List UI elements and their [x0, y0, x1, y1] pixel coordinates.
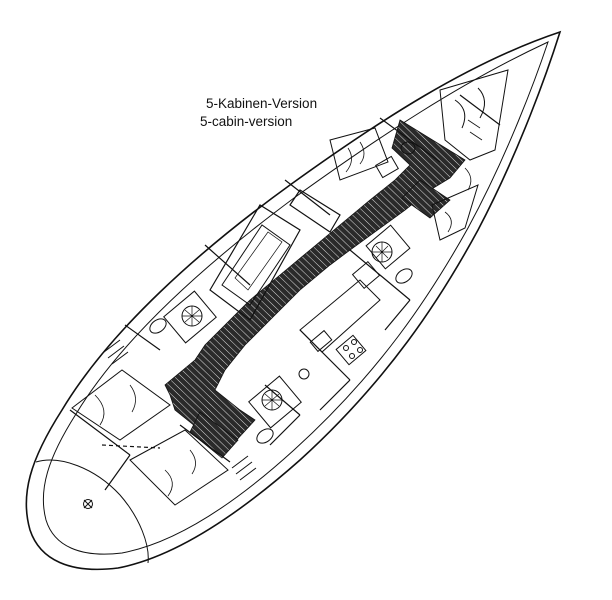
galley [298, 260, 381, 380]
transom-line [35, 459, 149, 564]
sole-fwd-walk [401, 179, 451, 219]
fwd-port-cabin [329, 127, 389, 181]
companionway-steps [103, 339, 257, 481]
helm-symbol [83, 499, 93, 509]
aft-head-stbd [248, 375, 302, 444]
sole-main [164, 119, 466, 446]
saloon [209, 189, 341, 321]
aft-stbd-cabin [129, 429, 229, 506]
aft-head-port [149, 290, 217, 344]
fwd-stbd-cabin [431, 167, 479, 241]
version-label-de: 5-Kabinen-Version [206, 96, 318, 111]
fwd-head-stbd [365, 224, 413, 284]
galley-round [298, 368, 310, 380]
sole-aft-walk [189, 411, 239, 459]
hull-inner-line [42, 41, 549, 555]
saloon-settee [209, 204, 301, 321]
forward-cabin [439, 69, 509, 161]
saloon-table [221, 224, 291, 306]
galley-counter [299, 279, 381, 353]
starboard-settee [289, 189, 341, 233]
galley-stove [335, 334, 367, 366]
galley-sink [309, 329, 333, 353]
version-label-en: 5-cabin-version [200, 114, 293, 129]
v-berth [439, 69, 509, 161]
cabin-sole [164, 119, 466, 459]
hull-outer-line [25, 30, 562, 571]
aft-port-cabin [71, 369, 171, 449]
fwd-head-port [375, 141, 416, 179]
